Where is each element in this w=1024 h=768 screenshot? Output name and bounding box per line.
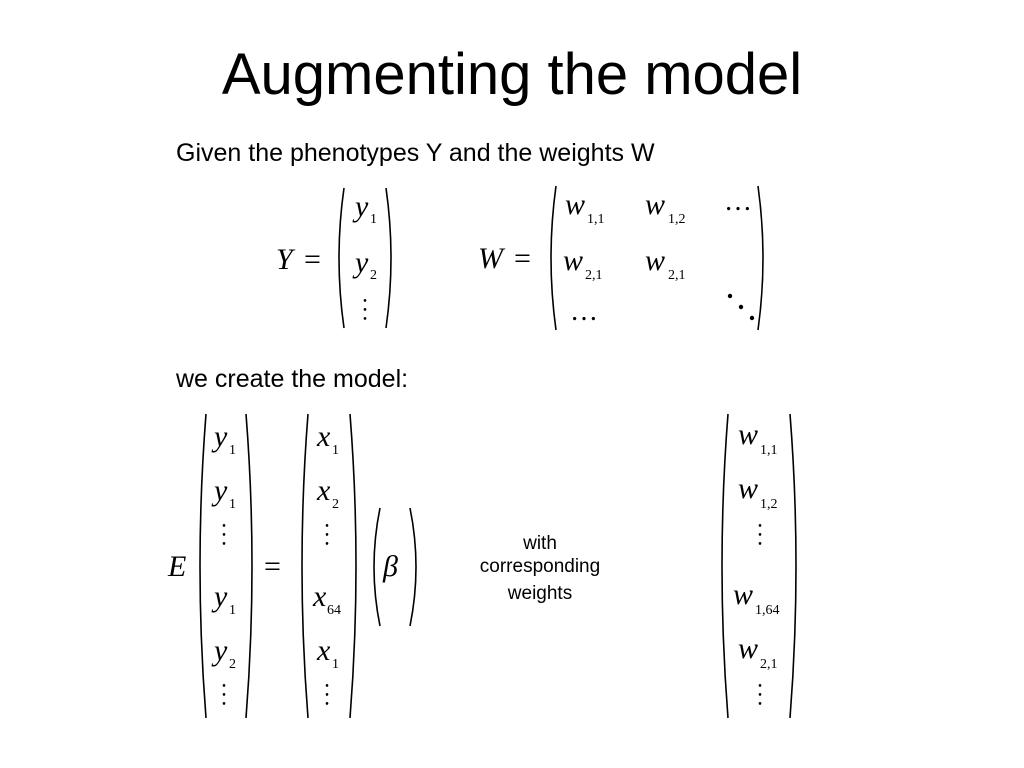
- weights-label: weights: [507, 583, 573, 604]
- horizontal-ellipsis: …: [724, 186, 754, 217]
- x-column-entry-2: x: [317, 474, 331, 507]
- y2-subscript: 2: [370, 268, 377, 283]
- w-column-sub-3: 1,64: [755, 603, 780, 618]
- x-column-sub-4: 1: [332, 657, 339, 672]
- y1-entry: y: [355, 190, 369, 223]
- w11-subscript: 1,1: [587, 212, 605, 227]
- w22-subscript: 2,1: [668, 268, 686, 283]
- y-column-entry-3: y: [214, 580, 228, 613]
- x-column-sub-3: 64: [327, 603, 341, 618]
- vertical-ellipsis: •••: [222, 681, 226, 710]
- left-paren: [338, 187, 345, 329]
- beta-symbol: β: [383, 550, 398, 583]
- left-paren: [373, 507, 381, 627]
- y-column-entry-4: y: [214, 634, 228, 667]
- left-paren: [550, 185, 557, 331]
- y-column-sub-4: 2: [229, 657, 236, 672]
- x-column-sub-2: 2: [332, 497, 339, 512]
- corresponding-label: corresponding: [479, 556, 601, 577]
- vertical-ellipsis: •••: [325, 521, 329, 550]
- w-symbol: W: [478, 242, 503, 275]
- horizontal-ellipsis: …: [570, 296, 600, 327]
- y-column-sub-2: 1: [229, 497, 236, 512]
- w-column-sub-4: 2,1: [760, 657, 778, 672]
- y-symbol: Y: [276, 243, 293, 276]
- w21-subscript: 2,1: [585, 268, 603, 283]
- right-paren: [757, 185, 764, 331]
- right-paren: [409, 507, 417, 627]
- right-paren: [789, 413, 797, 719]
- model-intro-text: we create the model:: [176, 365, 409, 393]
- equals-sign: =: [514, 242, 531, 275]
- w12-subscript: 1,2: [668, 212, 686, 227]
- w11-entry: w: [565, 188, 586, 221]
- right-paren: [385, 187, 392, 329]
- vertical-ellipsis: •••: [758, 681, 762, 710]
- y1-subscript: 1: [370, 212, 377, 227]
- w-column-sub-2: 1,2: [760, 497, 778, 512]
- left-paren: [199, 413, 207, 719]
- y-column-entry-2: y: [214, 474, 228, 507]
- right-paren: [349, 413, 357, 719]
- equals-sign: =: [264, 550, 281, 583]
- y-column-sub-3: 1: [229, 603, 236, 618]
- y2-entry: y: [355, 246, 369, 279]
- w-column-sub-1: 1,1: [760, 443, 778, 458]
- w22-entry: w: [645, 244, 666, 277]
- y-column-entry-1: y: [214, 420, 228, 453]
- w21-entry: w: [563, 244, 584, 277]
- w-column-entry-4: w: [738, 632, 759, 665]
- x-column-entry-4: x: [317, 634, 331, 667]
- expectation-symbol: E: [168, 550, 187, 583]
- w-column-entry-2: w: [738, 472, 759, 505]
- left-paren: [301, 413, 309, 719]
- right-paren: [245, 413, 253, 719]
- vertical-ellipsis: •••: [758, 521, 762, 550]
- x-column-entry-1: x: [317, 420, 331, 453]
- vertical-ellipsis: •••: [222, 521, 226, 550]
- x-column-entry-3: x: [313, 580, 327, 613]
- vertical-ellipsis: •••: [363, 296, 367, 325]
- y-column-sub-1: 1: [229, 443, 236, 458]
- left-paren: [721, 413, 729, 719]
- equals-sign: =: [304, 243, 321, 276]
- diagonal-ellipsis: [727, 293, 755, 321]
- with-label: with: [523, 533, 557, 554]
- w12-entry: w: [645, 188, 666, 221]
- x-column-sub-1: 1: [332, 443, 339, 458]
- intro-text: Given the phenotypes Y and the weights W: [176, 139, 655, 167]
- slide-title: Augmenting the model: [221, 42, 803, 107]
- w-column-entry-3: w: [733, 578, 754, 611]
- vertical-ellipsis: •••: [325, 681, 329, 710]
- w-column-entry-1: w: [738, 418, 759, 451]
